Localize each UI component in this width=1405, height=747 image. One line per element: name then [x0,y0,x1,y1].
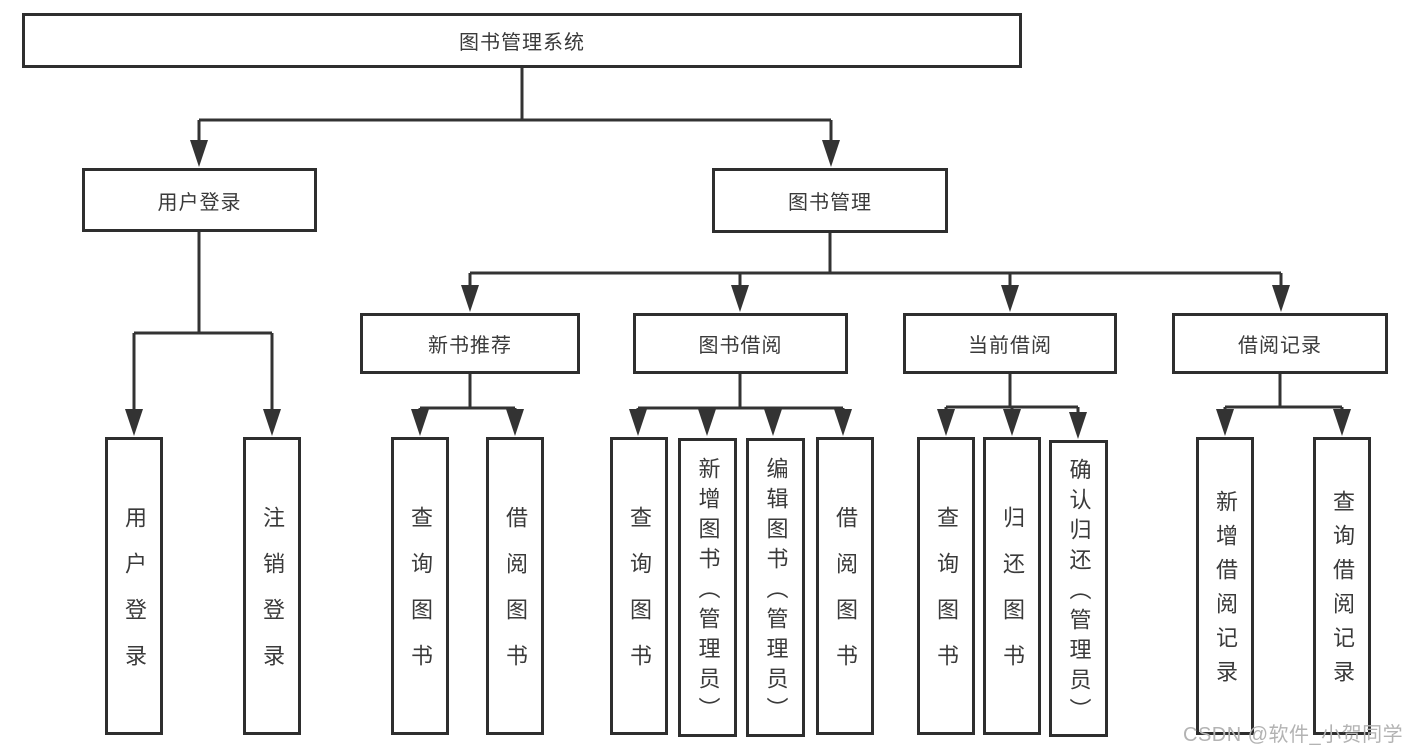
arrowhead-icon [1333,409,1351,436]
leaf-record-add-label: 新增借阅记录 [1213,490,1238,694]
node-user-login-label: 用户登录 [157,191,242,214]
leaf-borrow-add-book: 新增图书（管理员） [678,438,737,737]
leaf-logout: 注销登录 [243,437,301,735]
arrowhead-icon [731,285,749,312]
leaf-borrow-edit-book-label: 编辑图书（管理员） [763,456,789,727]
node-current-borrow: 当前借阅 [903,313,1117,374]
node-book-borrow: 图书借阅 [633,313,848,374]
node-book-mgmt: 图书管理 [712,168,948,233]
arrowhead-icon [190,140,208,167]
arrowhead-icon [411,409,429,436]
arrowhead-icon [629,409,647,436]
edge-current-borrow-branch [937,374,1087,439]
arrowhead-icon [1272,285,1290,312]
arrowhead-icon [125,409,143,436]
node-new-book-rec: 新书推荐 [360,313,580,374]
arrowhead-icon [263,409,281,436]
leaf-borrow-query-book-label: 查询图书 [627,506,652,690]
edge-root-branch [190,68,840,167]
edge-new-book-rec-branch [411,374,524,436]
leaf-user-login: 用户登录 [105,437,163,735]
arrowhead-icon [506,409,524,436]
edge-book-mgmt-branch [461,233,1290,312]
leaf-newrec-borrow-book-label: 借阅图书 [503,506,528,690]
node-new-book-rec-label: 新书推荐 [428,335,512,357]
leaf-current-query-book-label: 查询图书 [934,506,959,690]
node-root: 图书管理系统 [22,13,1022,68]
node-book-mgmt-label: 图书管理 [788,192,872,214]
watermark: CSDN @软件_小贺同学 [1183,724,1404,746]
arrowhead-icon [698,409,716,436]
leaf-record-add: 新增借阅记录 [1196,437,1254,735]
arrowhead-icon [1003,409,1021,436]
leaf-borrow-query-book: 查询图书 [610,437,668,735]
arrowhead-icon [822,140,840,167]
leaf-current-return-book: 归还图书 [983,437,1041,735]
arrowhead-icon [1069,412,1087,439]
node-user-login: 用户登录 [82,168,317,232]
leaf-current-query-book: 查询图书 [917,437,975,735]
arrowhead-icon [764,409,782,436]
leaf-newrec-query-book: 查询图书 [391,437,449,735]
leaf-current-confirm-return: 确认归还（管理员） [1049,440,1108,737]
arrowhead-icon [834,409,852,436]
edge-borrow-record-branch [1216,374,1351,436]
node-borrow-record-label: 借阅记录 [1238,335,1322,357]
arrowhead-icon [937,409,955,436]
edge-user-login-branch [125,232,281,436]
arrowhead-icon [1216,409,1234,436]
leaf-borrow-add-book-label: 新增图书（管理员） [695,456,721,727]
arrowhead-icon [1001,285,1019,312]
node-borrow-record: 借阅记录 [1172,313,1388,374]
leaf-logout-label: 注销登录 [260,506,285,690]
leaf-borrow-borrow-book: 借阅图书 [816,437,874,735]
arrowhead-icon [461,285,479,312]
leaf-borrow-edit-book: 编辑图书（管理员） [746,438,805,737]
leaf-record-query: 查询借阅记录 [1313,437,1371,735]
leaf-record-query-label: 查询借阅记录 [1330,490,1355,694]
node-current-borrow-label: 当前借阅 [968,335,1052,357]
leaf-borrow-borrow-book-label: 借阅图书 [833,506,858,690]
leaf-user-login-label: 用户登录 [122,506,147,690]
leaf-current-return-book-label: 归还图书 [1000,506,1025,690]
leaf-newrec-borrow-book: 借阅图书 [486,437,544,735]
edge-book-borrow-branch [629,374,852,436]
node-book-borrow-label: 图书借阅 [698,335,783,357]
leaf-current-confirm-return-label: 确认归还（管理员） [1066,457,1092,728]
node-root-label: 图书管理系统 [459,32,585,54]
leaf-newrec-query-book-label: 查询图书 [408,506,433,690]
